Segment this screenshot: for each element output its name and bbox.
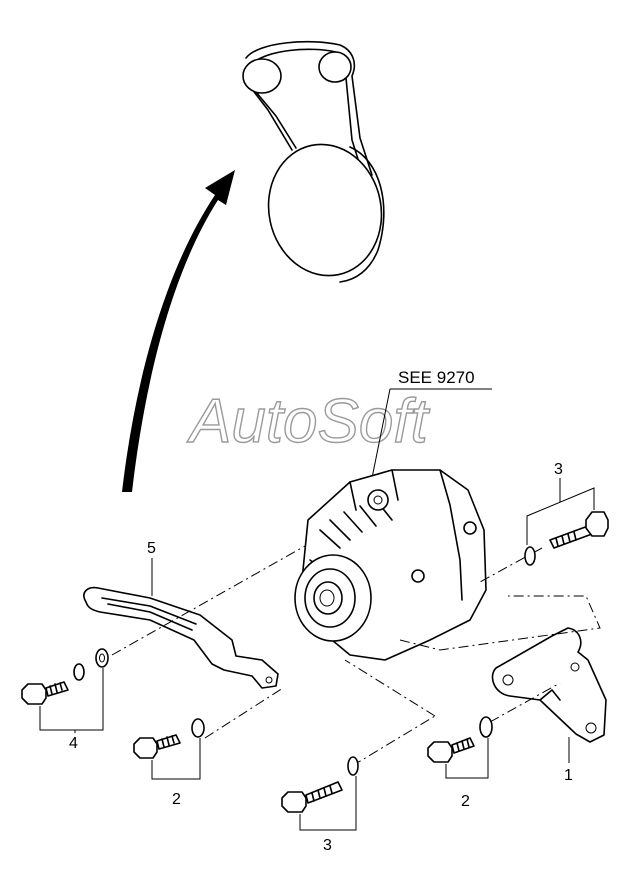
adjusting-strap	[83, 586, 279, 689]
lock-washer	[73, 663, 85, 681]
small-pulley-right	[318, 51, 352, 83]
callout-3-upper: 3	[554, 461, 563, 478]
callout-3-bottom: 3	[323, 837, 332, 854]
watermark-text: AutoSoft	[186, 387, 431, 456]
belt-drive-inset	[242, 40, 385, 283]
reference-label: SEE 9270	[398, 368, 475, 387]
bolt	[585, 511, 609, 537]
bolt-set-2-left: 2	[133, 718, 205, 808]
crankshaft-pulley	[267, 143, 383, 277]
mounting-bracket	[491, 627, 607, 743]
assembly-centerlines	[111, 545, 601, 767]
bolt	[21, 683, 47, 705]
bolt	[133, 737, 158, 759]
bolt-set-3-upper: 3	[524, 461, 609, 566]
callout-4: 4	[69, 735, 78, 752]
curved-arrow	[122, 170, 235, 492]
bolt	[281, 791, 307, 813]
bolt-set-2-right: 2	[427, 716, 493, 810]
callout-2-left: 2	[172, 791, 181, 808]
callout-2-right: 2	[461, 793, 470, 810]
lock-washer	[191, 718, 205, 738]
flat-washer	[95, 648, 109, 668]
lock-washer	[347, 756, 359, 776]
bolt-set-4: 4	[21, 648, 109, 752]
callout-5: 5	[147, 540, 156, 557]
bolt	[427, 741, 453, 763]
lock-washer	[479, 716, 493, 738]
callout-leaders: 1 5	[147, 540, 573, 784]
alternator	[294, 469, 487, 661]
lock-washer	[524, 546, 536, 566]
reference-callout: SEE 9270	[371, 368, 492, 479]
bolt-set-3-bottom: 3	[281, 756, 359, 854]
alternator-mount-boss	[367, 489, 389, 511]
callout-1: 1	[564, 767, 573, 784]
small-pulley-left	[242, 58, 282, 94]
